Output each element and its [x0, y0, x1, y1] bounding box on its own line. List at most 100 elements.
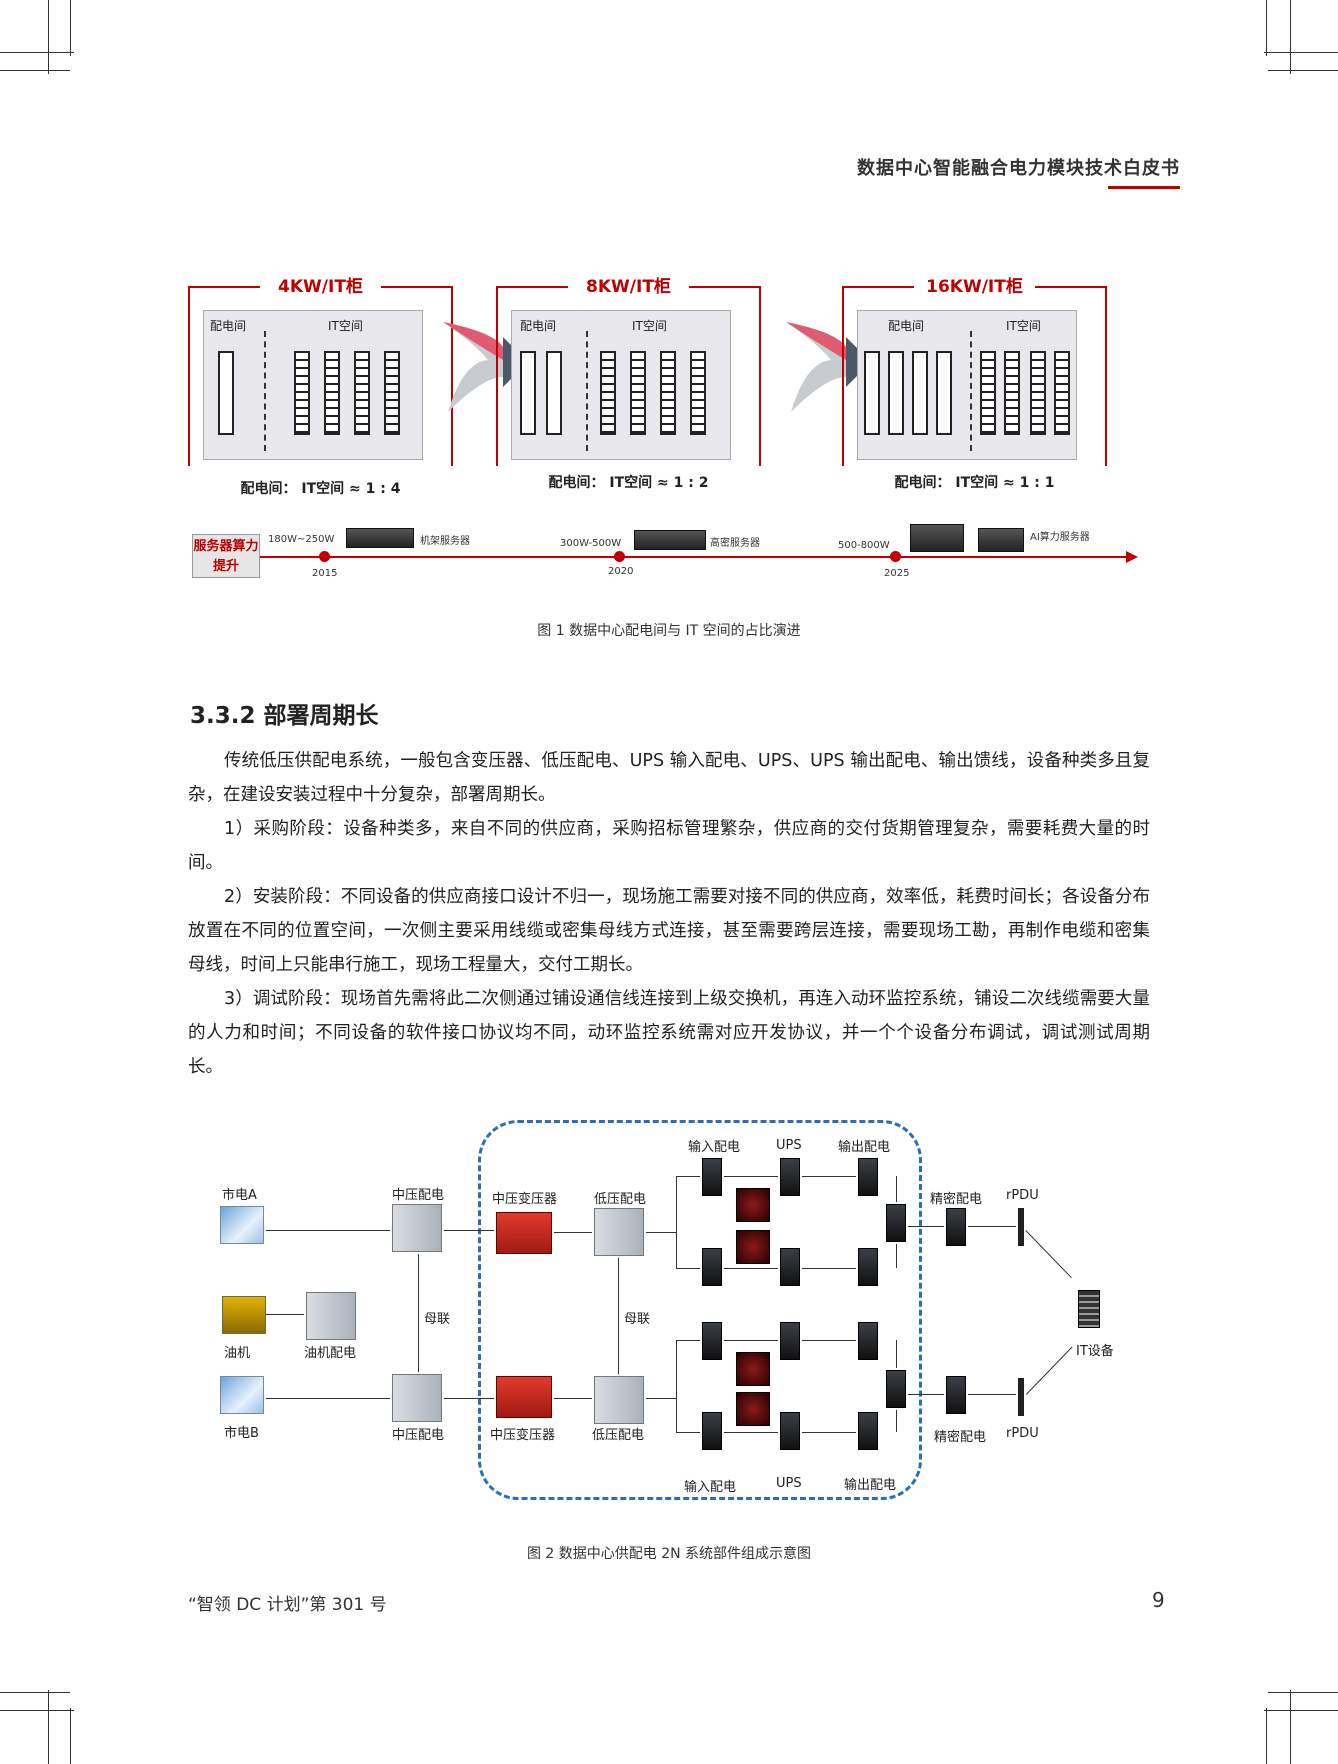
room-diagram: 配电间 IT空间: [857, 310, 1077, 460]
power-cabinet: [546, 351, 562, 435]
it-cabinet: [980, 351, 996, 435]
crop-mark: [48, 1690, 49, 1764]
connector-line: [646, 1232, 676, 1233]
running-header: 数据中心智能融合电力模块技术白皮书: [857, 158, 1180, 179]
figure-2-caption: 图 2 数据中心供配电 2N 系统部件组成示意图: [526, 1546, 812, 1562]
timeline-label: 服务器算力提升: [192, 534, 260, 578]
rpdu-label: rPDU: [1006, 1188, 1039, 1203]
it-cabinet: [1004, 351, 1020, 435]
output-cabinet: [886, 1204, 906, 1242]
output-dist-label: 输出配电: [844, 1478, 897, 1493]
input-dist-label: 输入配电: [684, 1480, 737, 1495]
server-type: 高密服务器: [710, 538, 760, 549]
battery-icon: [736, 1352, 770, 1386]
ups-cabinet: [780, 1322, 800, 1360]
mv-dist-cabinet: [392, 1374, 442, 1422]
it-cabinet: [324, 351, 340, 435]
it-cabinet: [354, 351, 370, 435]
connector-line: [266, 1314, 304, 1315]
crop-mark: [0, 1692, 70, 1693]
crop-mark: [70, 0, 71, 56]
connector-line: [554, 1232, 592, 1233]
it-cabinet: [384, 351, 400, 435]
precision-dist-cabinet: [946, 1376, 966, 1414]
power-cabinet: [912, 351, 928, 435]
lv-dist-cabinet: [594, 1208, 644, 1256]
bus-tie-label: 母联: [624, 1312, 651, 1327]
page-number: 9: [1152, 1588, 1165, 1612]
connector-line: [676, 1340, 677, 1432]
connector-line: [444, 1230, 494, 1231]
paragraph: 3）调试阶段：现场首先需将此二次侧通过铺设通信线连接到上级交换机，再连入动环监控…: [188, 989, 1150, 1077]
figure-1: 4KW/IT柜 配电间 IT空间 配电间： IT空间 ≈ 1 : 4 8KW/I…: [188, 262, 1148, 602]
transformer-icon: [496, 1212, 552, 1254]
it-label: IT空间: [632, 319, 667, 333]
crop-mark: [1264, 52, 1338, 53]
it-cabinet: [660, 351, 676, 435]
ups-label: UPS: [776, 1138, 802, 1153]
output-cabinet: [858, 1248, 878, 1286]
server-power-timeline: 服务器算力提升 180W~250W 机架服务器 2015 300W-500W 高…: [188, 524, 1148, 594]
room-label: 配电间: [210, 319, 247, 333]
power-cabinet: [864, 351, 880, 435]
connector-line: [1026, 1346, 1073, 1395]
crop-mark: [1264, 1710, 1338, 1711]
paragraph: 传统低压供配电系统，一般包含变压器、低压配电、UPS 输入配电、UPS、UPS …: [188, 751, 1150, 805]
connector-line: [802, 1432, 856, 1433]
connector-line: [724, 1176, 778, 1177]
input-dist-label: 输入配电: [688, 1140, 741, 1155]
crop-mark: [0, 70, 70, 71]
power-grid-icon: [220, 1376, 264, 1414]
ups-cabinet: [780, 1412, 800, 1450]
connector-line: [724, 1432, 778, 1433]
connector-line: [896, 1340, 897, 1368]
input-cabinet: [702, 1322, 722, 1360]
bus-tie-label: 母联: [424, 1312, 451, 1327]
divider: [586, 331, 588, 451]
paragraph: 2）安装阶段：不同设备的供应商接口设计不归一，现场施工需要对接不同的供应商，效率…: [188, 887, 1150, 975]
footer-series: “智领 DC 计划”第 301 号: [188, 1595, 387, 1615]
connector-line: [444, 1398, 494, 1399]
power-range: 500-800W: [838, 540, 890, 551]
crop-mark: [1266, 1708, 1267, 1764]
panel-frame: [188, 284, 453, 466]
connector-line: [968, 1226, 1016, 1227]
crop-mark: [1290, 1690, 1291, 1764]
ups-label: UPS: [776, 1476, 802, 1491]
figure-2: 市电A 油机 油机配电 市电B 中压配电 母联 中压配电 中压变压器 中压变压器…: [188, 1112, 1148, 1512]
rack-server-icon: [346, 528, 414, 548]
dense-server-icon: [634, 530, 706, 550]
connector-line: [802, 1268, 856, 1269]
rpdu-icon: [1018, 1208, 1024, 1246]
mv-dist-label: 中压配电: [392, 1428, 445, 1443]
panel-title: 16KW/IT柜: [926, 277, 1023, 297]
year-label: 2020: [608, 566, 634, 577]
bus-tie-line: [618, 1258, 619, 1374]
crop-mark: [0, 1710, 74, 1711]
input-cabinet: [702, 1248, 722, 1286]
bus-tie-line: [418, 1254, 419, 1372]
ratio-label: 配电间： IT空间 ≈ 1 : 4: [240, 481, 401, 497]
ratio-label: 配电间： IT空间 ≈ 1 : 1: [894, 475, 1055, 491]
connector-line: [802, 1340, 856, 1341]
it-device-label: IT设备: [1076, 1344, 1114, 1359]
output-cabinet: [858, 1322, 878, 1360]
lv-dist-label: 低压配电: [594, 1192, 647, 1207]
generator-label: 油机: [224, 1346, 251, 1361]
timeline-dot: [319, 551, 330, 562]
paragraph: 1）采购阶段：设备种类多，来自不同的供应商，采购招标管理繁杂，供应商的交付货期管…: [188, 819, 1150, 873]
arrow-head-icon: [1126, 551, 1138, 563]
crop-mark: [48, 0, 49, 74]
connector-line: [676, 1340, 700, 1341]
output-dist-label: 输出配电: [838, 1140, 891, 1155]
connector-line: [554, 1398, 592, 1399]
timeline-axis: [260, 556, 1132, 558]
power-range: 180W~250W: [268, 534, 335, 545]
connector-line: [676, 1268, 700, 1269]
room-diagram: 配电间 IT空间: [203, 310, 423, 460]
year-label: 2015: [312, 568, 338, 579]
mv-trans-label: 中压变压器: [492, 1192, 558, 1207]
room-label: 配电间: [888, 319, 925, 333]
lv-dist-cabinet: [594, 1376, 644, 1424]
connector-line: [896, 1410, 897, 1432]
